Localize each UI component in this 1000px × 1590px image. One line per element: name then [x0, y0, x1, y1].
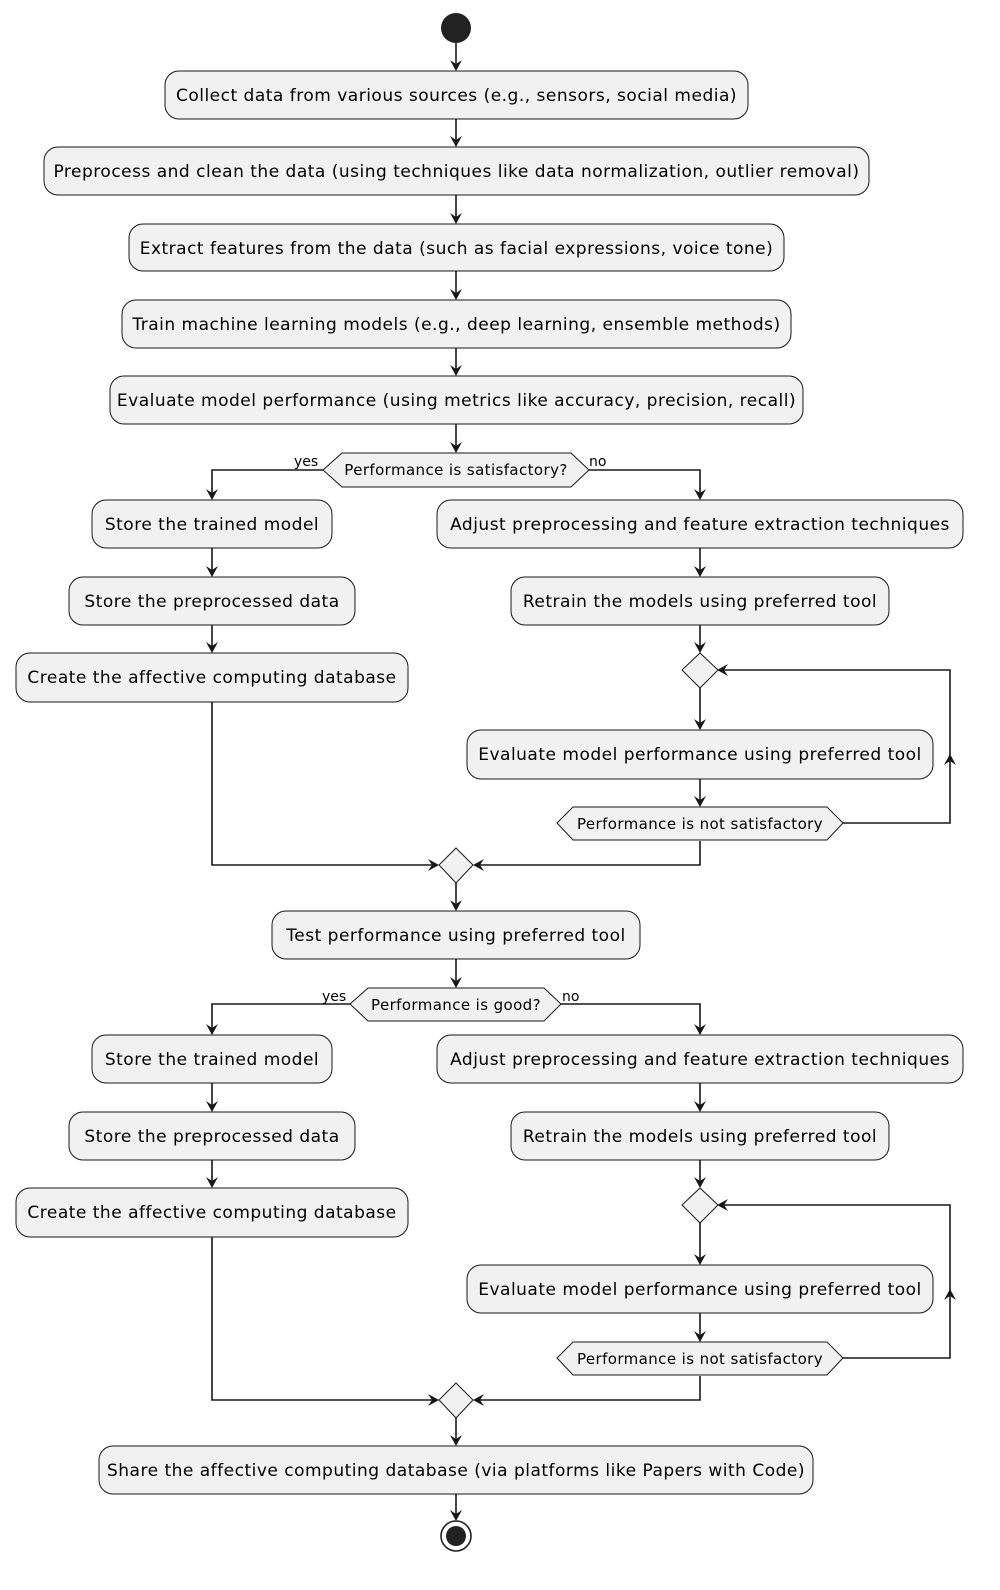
step-store-data-1-label: Store the preprocessed data — [84, 592, 339, 612]
step-train: Train machine learning models (e.g., dee… — [121, 299, 792, 349]
step-loop-evaluate-1-label: Evaluate model performance using preferr… — [478, 745, 922, 765]
step-adjust-1-label: Adjust preprocessing and feature extract… — [450, 515, 950, 535]
step-retrain-1: Retrain the models using preferred tool — [510, 576, 890, 626]
step-test: Test performance using preferred tool — [271, 910, 641, 960]
decision-satisfactory-yes-label: yes — [294, 454, 318, 470]
step-store-data-1: Store the preprocessed data — [68, 576, 356, 626]
step-extract-label: Extract features from the data (such as … — [140, 239, 774, 259]
step-retrain-2-label: Retrain the models using preferred tool — [523, 1127, 877, 1147]
step-retrain-1-label: Retrain the models using preferred tool — [523, 592, 877, 612]
step-extract: Extract features from the data (such as … — [128, 223, 785, 272]
step-train-label: Train machine learning models (e.g., dee… — [131, 315, 780, 335]
step-test-label: Test performance using preferred tool — [285, 926, 625, 946]
step-store-model-2-label: Store the trained model — [105, 1050, 319, 1070]
step-evaluate-label: Evaluate model performance (using metric… — [117, 391, 796, 411]
decision-good-no-label: no — [562, 989, 579, 1005]
loop-merge-diamond-1 — [681, 652, 719, 689]
step-store-data-2-label: Store the preprocessed data — [84, 1127, 339, 1147]
decision-good: Performance is good? yes no — [322, 987, 579, 1022]
step-store-model-1-label: Store the trained model — [105, 515, 319, 535]
loop-condition-1: Performance is not satisfactory — [556, 806, 844, 841]
start-node — [441, 13, 471, 43]
decision-satisfactory: Performance is satisfactory? yes no — [294, 452, 606, 488]
step-store-model-2: Store the trained model — [91, 1034, 333, 1084]
step-store-data-2: Store the preprocessed data — [68, 1111, 356, 1161]
step-loop-evaluate-2: Evaluate model performance using preferr… — [466, 1264, 934, 1314]
step-create-database-1: Create the affective computing database — [15, 652, 409, 703]
step-collect-label: Collect data from various sources (e.g.,… — [176, 86, 737, 106]
loop-condition-2-label: Performance is not satisfactory — [577, 1350, 823, 1368]
step-create-database-1-label: Create the affective computing database — [27, 668, 396, 688]
step-share: Share the affective computing database (… — [98, 1445, 814, 1495]
step-create-database-2-label: Create the affective computing database — [27, 1203, 396, 1223]
step-adjust-1: Adjust preprocessing and feature extract… — [436, 499, 964, 549]
decision-satisfactory-no-label: no — [589, 454, 606, 470]
decision-satisfactory-label: Performance is satisfactory? — [344, 461, 567, 479]
merge-diamond-1 — [438, 847, 474, 884]
step-preprocess-label: Preprocess and clean the data (using tec… — [53, 162, 859, 182]
step-store-model-1: Store the trained model — [91, 499, 333, 549]
step-loop-evaluate-2-label: Evaluate model performance using preferr… — [478, 1280, 922, 1300]
step-evaluate: Evaluate model performance (using metric… — [109, 375, 804, 425]
step-create-database-2: Create the affective computing database — [15, 1187, 409, 1238]
loop-condition-2: Performance is not satisfactory — [556, 1341, 844, 1376]
step-loop-evaluate-1: Evaluate model performance using preferr… — [466, 729, 934, 780]
step-share-label: Share the affective computing database (… — [107, 1461, 805, 1481]
decision-good-yes-label: yes — [322, 989, 346, 1005]
end-node — [440, 1520, 472, 1552]
step-collect: Collect data from various sources (e.g.,… — [164, 70, 749, 120]
decision-good-label: Performance is good? — [371, 996, 541, 1014]
step-preprocess: Preprocess and clean the data (using tec… — [43, 146, 870, 196]
step-adjust-2: Adjust preprocessing and feature extract… — [436, 1034, 964, 1084]
loop-condition-1-label: Performance is not satisfactory — [577, 815, 823, 833]
step-retrain-2: Retrain the models using preferred tool — [510, 1111, 890, 1161]
loop-merge-diamond-2 — [681, 1187, 719, 1224]
step-adjust-2-label: Adjust preprocessing and feature extract… — [450, 1050, 950, 1070]
merge-diamond-2 — [438, 1382, 474, 1419]
